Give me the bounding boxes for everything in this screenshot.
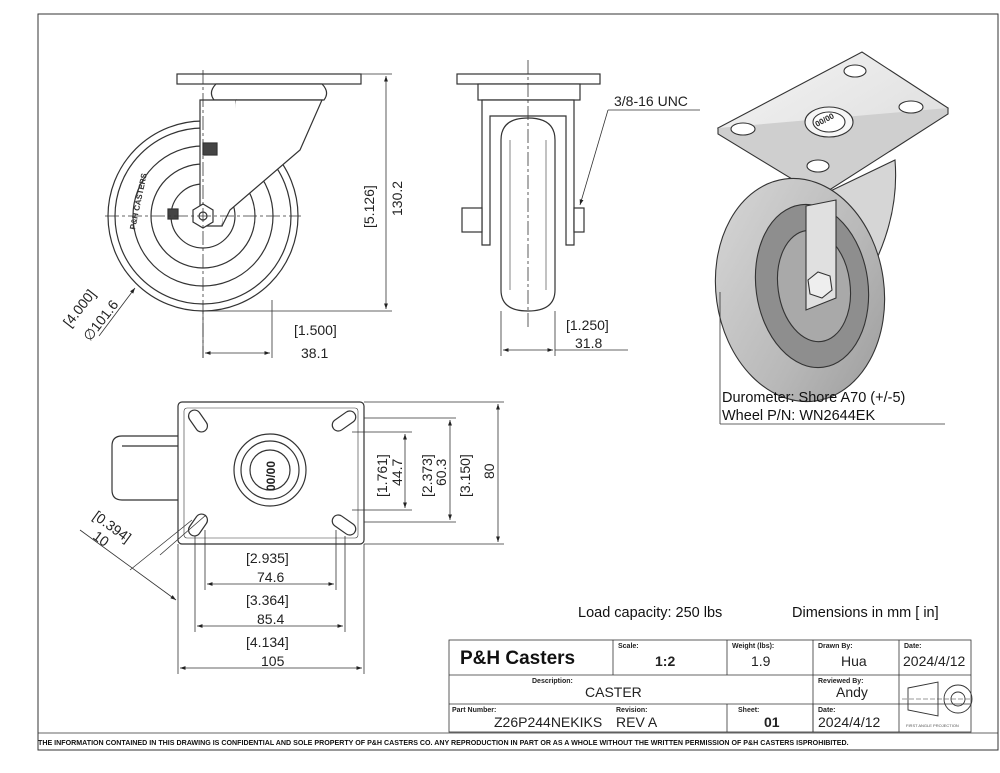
height-dim-in: [5.126] — [361, 185, 377, 228]
sheet-label: Sheet: — [738, 707, 759, 714]
width-dim-mm: 31.8 — [575, 335, 602, 351]
plate-dimensions — [79, 401, 504, 674]
thread-leader — [579, 109, 609, 206]
slot-top-right — [331, 410, 357, 432]
load-capacity-note: Load capacity: 250 lbs — [578, 605, 722, 621]
description-value: CASTER — [585, 684, 642, 700]
weight-value: 1.9 — [751, 653, 771, 669]
scale-value: 1:2 — [655, 653, 675, 669]
sheet-value: 01 — [764, 714, 780, 730]
iso-slot-2 — [843, 64, 867, 78]
slot-dia-leader — [79, 529, 177, 601]
projection-symbol — [902, 681, 973, 717]
description-label: Description: — [532, 678, 573, 685]
w3-dim-mm: 105 — [261, 653, 285, 669]
footer-disclaimer: THE INFORMATION CONTAINED IN THIS DRAWIN… — [38, 739, 849, 747]
thread-label: 3/8-16 UNC — [614, 93, 688, 109]
part-number-value: Z26P244NEKIKS — [494, 714, 602, 730]
date-value: 2024/4/12 — [903, 653, 965, 669]
wheel-pn-note: Wheel P/N: WN2644EK — [722, 408, 875, 424]
brand-badge-hub — [167, 208, 179, 220]
fork-arm — [221, 99, 323, 227]
diameter-leader — [98, 287, 136, 337]
w2-dim-mm: 85.4 — [257, 611, 284, 627]
date-label: Date: — [904, 643, 922, 650]
iso-axle-nut — [807, 271, 833, 299]
slot-bottom-right — [331, 514, 357, 536]
axle-nut-right — [573, 207, 585, 233]
date2-value: 2024/4/12 — [818, 714, 880, 730]
slot-top-left — [187, 409, 209, 433]
revision-label: Revision: — [616, 707, 648, 714]
weight-label: Weight (lbs): — [732, 643, 774, 650]
durometer-note: Durometer: Shore A70 (+/-5) — [722, 390, 905, 406]
swivel-housing — [210, 83, 328, 101]
dimensions-unit-note: Dimensions in mm [ in] — [792, 605, 939, 621]
w3-dim-in: [4.134] — [246, 634, 289, 650]
offset-dim-in: [1.500] — [294, 322, 337, 338]
height-dim-mm: 130.2 — [389, 181, 405, 216]
projection-caption: FIRST ANGLE PROJECTION — [906, 723, 959, 728]
part-number-label: Part Number: — [452, 707, 496, 714]
plate-hub-text: 00/00 — [264, 461, 278, 491]
side-view — [456, 60, 601, 330]
iso-slot-3 — [898, 100, 924, 114]
plate-wheel-outline — [111, 435, 180, 501]
side-top-plate — [456, 73, 601, 85]
side-fork — [481, 99, 575, 246]
slot-bottom-left — [187, 513, 209, 537]
offset-dim-mm: 38.1 — [301, 345, 328, 361]
h1-dim-in: [1.761] — [374, 454, 390, 497]
h2-dim-in: [2.373] — [419, 454, 435, 497]
w1-dim-in: [2.935] — [246, 550, 289, 566]
sheet-border — [37, 13, 999, 751]
side-dimensions — [500, 109, 700, 356]
front-dimensions — [98, 73, 392, 358]
h3-dim-mm: 80 — [481, 463, 497, 479]
iso-slot-1 — [730, 122, 756, 136]
plate-hub-ring — [233, 433, 307, 507]
title-block — [448, 639, 972, 733]
width-dim-in: [1.250] — [566, 317, 609, 333]
h2-dim-mm: 60.3 — [433, 459, 449, 486]
brand-badge-front — [202, 142, 218, 156]
side-wheel — [500, 117, 556, 312]
w2-dim-in: [3.364] — [246, 592, 289, 608]
drawn-by-value: Hua — [841, 653, 867, 669]
reviewed-by-label: Reviewed By: — [818, 678, 864, 685]
scale-label: Scale: — [618, 643, 639, 650]
side-swivel — [477, 83, 581, 101]
reviewed-by-value: Andy — [836, 684, 868, 700]
front-view — [105, 70, 362, 358]
drawn-by-label: Drawn By: — [818, 643, 853, 650]
iso-view — [714, 51, 950, 403]
h3-dim-in: [3.150] — [457, 454, 473, 497]
date2-label: Date: — [818, 707, 836, 714]
top-plate — [176, 73, 362, 85]
plate-hub — [249, 449, 291, 491]
w1-dim-mm: 74.6 — [257, 569, 284, 585]
revision-value: REV A — [616, 714, 658, 730]
company-name: P&H Casters — [460, 648, 575, 669]
h1-dim-mm: 44.7 — [389, 459, 405, 486]
axle-nut-left — [461, 207, 483, 233]
iso-slot-4 — [806, 159, 830, 173]
iso-leader — [719, 292, 945, 425]
plate-view — [111, 401, 365, 545]
